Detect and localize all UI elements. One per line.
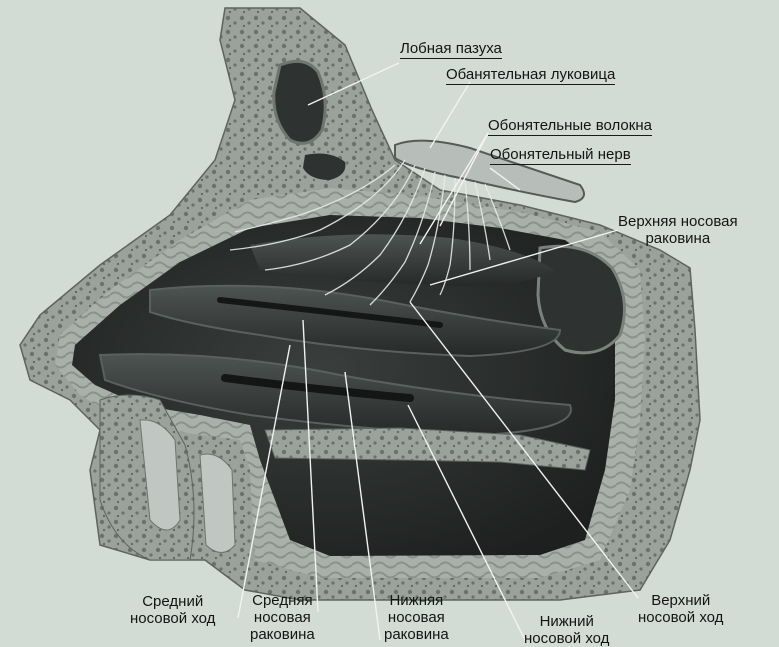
label-middle-concha: Средняя носовая раковина [250,592,315,643]
label-superior-concha-line-2: раковина [618,230,738,247]
label-middle-meatus-line-2: носовой ход [130,610,215,627]
label-inferior-concha-line-3: раковина [384,626,449,643]
label-frontal-sinus-text: Лобная пазуха [400,40,502,59]
label-middle-meatus: Средний носовой ход [130,593,215,627]
label-superior-meatus-line-2: носовой ход [638,609,723,626]
label-inferior-meatus-line-1: Нижний [524,613,609,630]
label-olfactory-fibers-text: Обонятельные волокна [488,117,652,136]
label-frontal-sinus: Лобная пазуха [400,40,502,57]
label-superior-meatus: Верхний носовой ход [638,592,723,626]
label-superior-concha-line-1: Верхняя носовая [618,213,738,230]
label-middle-concha-line-3: раковина [250,626,315,643]
label-inferior-meatus-line-2: носовой ход [524,630,609,647]
label-olfactory-fibers: Обонятельные волокна [488,117,652,134]
label-middle-concha-line-2: носовая [250,609,315,626]
label-inferior-meatus: Нижний носовой ход [524,613,609,647]
frontal-sinus [274,61,325,143]
label-inferior-concha-line-1: Нижняя [384,592,449,609]
label-superior-concha: Верхняя носовая раковина [618,213,738,247]
label-olfactory-bulb-text: Обанятельная луковица [446,66,615,85]
label-olfactory-nerve: Обонятельный нерв [490,146,631,163]
label-middle-meatus-line-1: Средний [130,593,215,610]
label-inferior-concha: Нижняя носовая раковина [384,592,449,643]
label-superior-meatus-line-1: Верхний [638,592,723,609]
label-middle-concha-line-1: Средняя [250,592,315,609]
tooth-2 [200,454,235,553]
label-olfactory-nerve-text: Обонятельный нерв [490,146,631,165]
label-inferior-concha-line-2: носовая [384,609,449,626]
label-olfactory-bulb: Обанятельная луковица [446,66,615,83]
